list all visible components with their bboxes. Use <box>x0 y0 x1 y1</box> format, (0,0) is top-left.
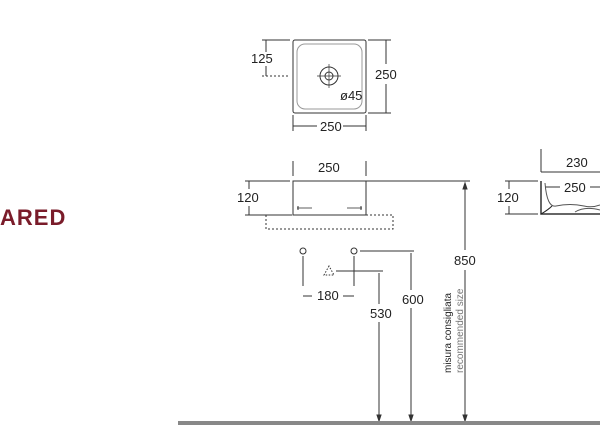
basin-front-outline <box>292 180 367 216</box>
front-width-label: 250 <box>318 160 340 175</box>
supply-height-label: 600 <box>402 292 424 307</box>
recommended-size-it: misura consigliata <box>443 293 454 373</box>
tap-offset-label: 180 <box>317 288 339 303</box>
top-offset-label: 125 <box>251 51 273 66</box>
side-inner-label: 250 <box>564 180 586 195</box>
installation-view <box>299 181 468 423</box>
front-view <box>245 161 470 230</box>
drain-symbol <box>323 264 335 276</box>
brand-name: ARED <box>0 205 67 230</box>
side-view <box>505 149 600 215</box>
basin-top-outline <box>292 39 367 114</box>
front-height-label: 120 <box>237 190 259 205</box>
basin-top-inner <box>296 43 363 110</box>
top-view <box>262 39 391 131</box>
total-height-label: 850 <box>454 253 476 268</box>
tap-right-symbol <box>350 247 358 255</box>
drain-diameter-label: ø45 <box>340 88 362 103</box>
tap-left-symbol <box>299 247 307 255</box>
floor-line <box>178 421 600 425</box>
top-width-label: 250 <box>320 119 342 134</box>
drain-height-label: 530 <box>370 306 392 321</box>
top-height-label: 250 <box>375 67 397 82</box>
side-height-label: 120 <box>497 190 519 205</box>
side-outer-label: 230 <box>566 155 588 170</box>
countertop-dashed <box>265 214 394 230</box>
recommended-size-en: recommended size <box>455 288 466 373</box>
